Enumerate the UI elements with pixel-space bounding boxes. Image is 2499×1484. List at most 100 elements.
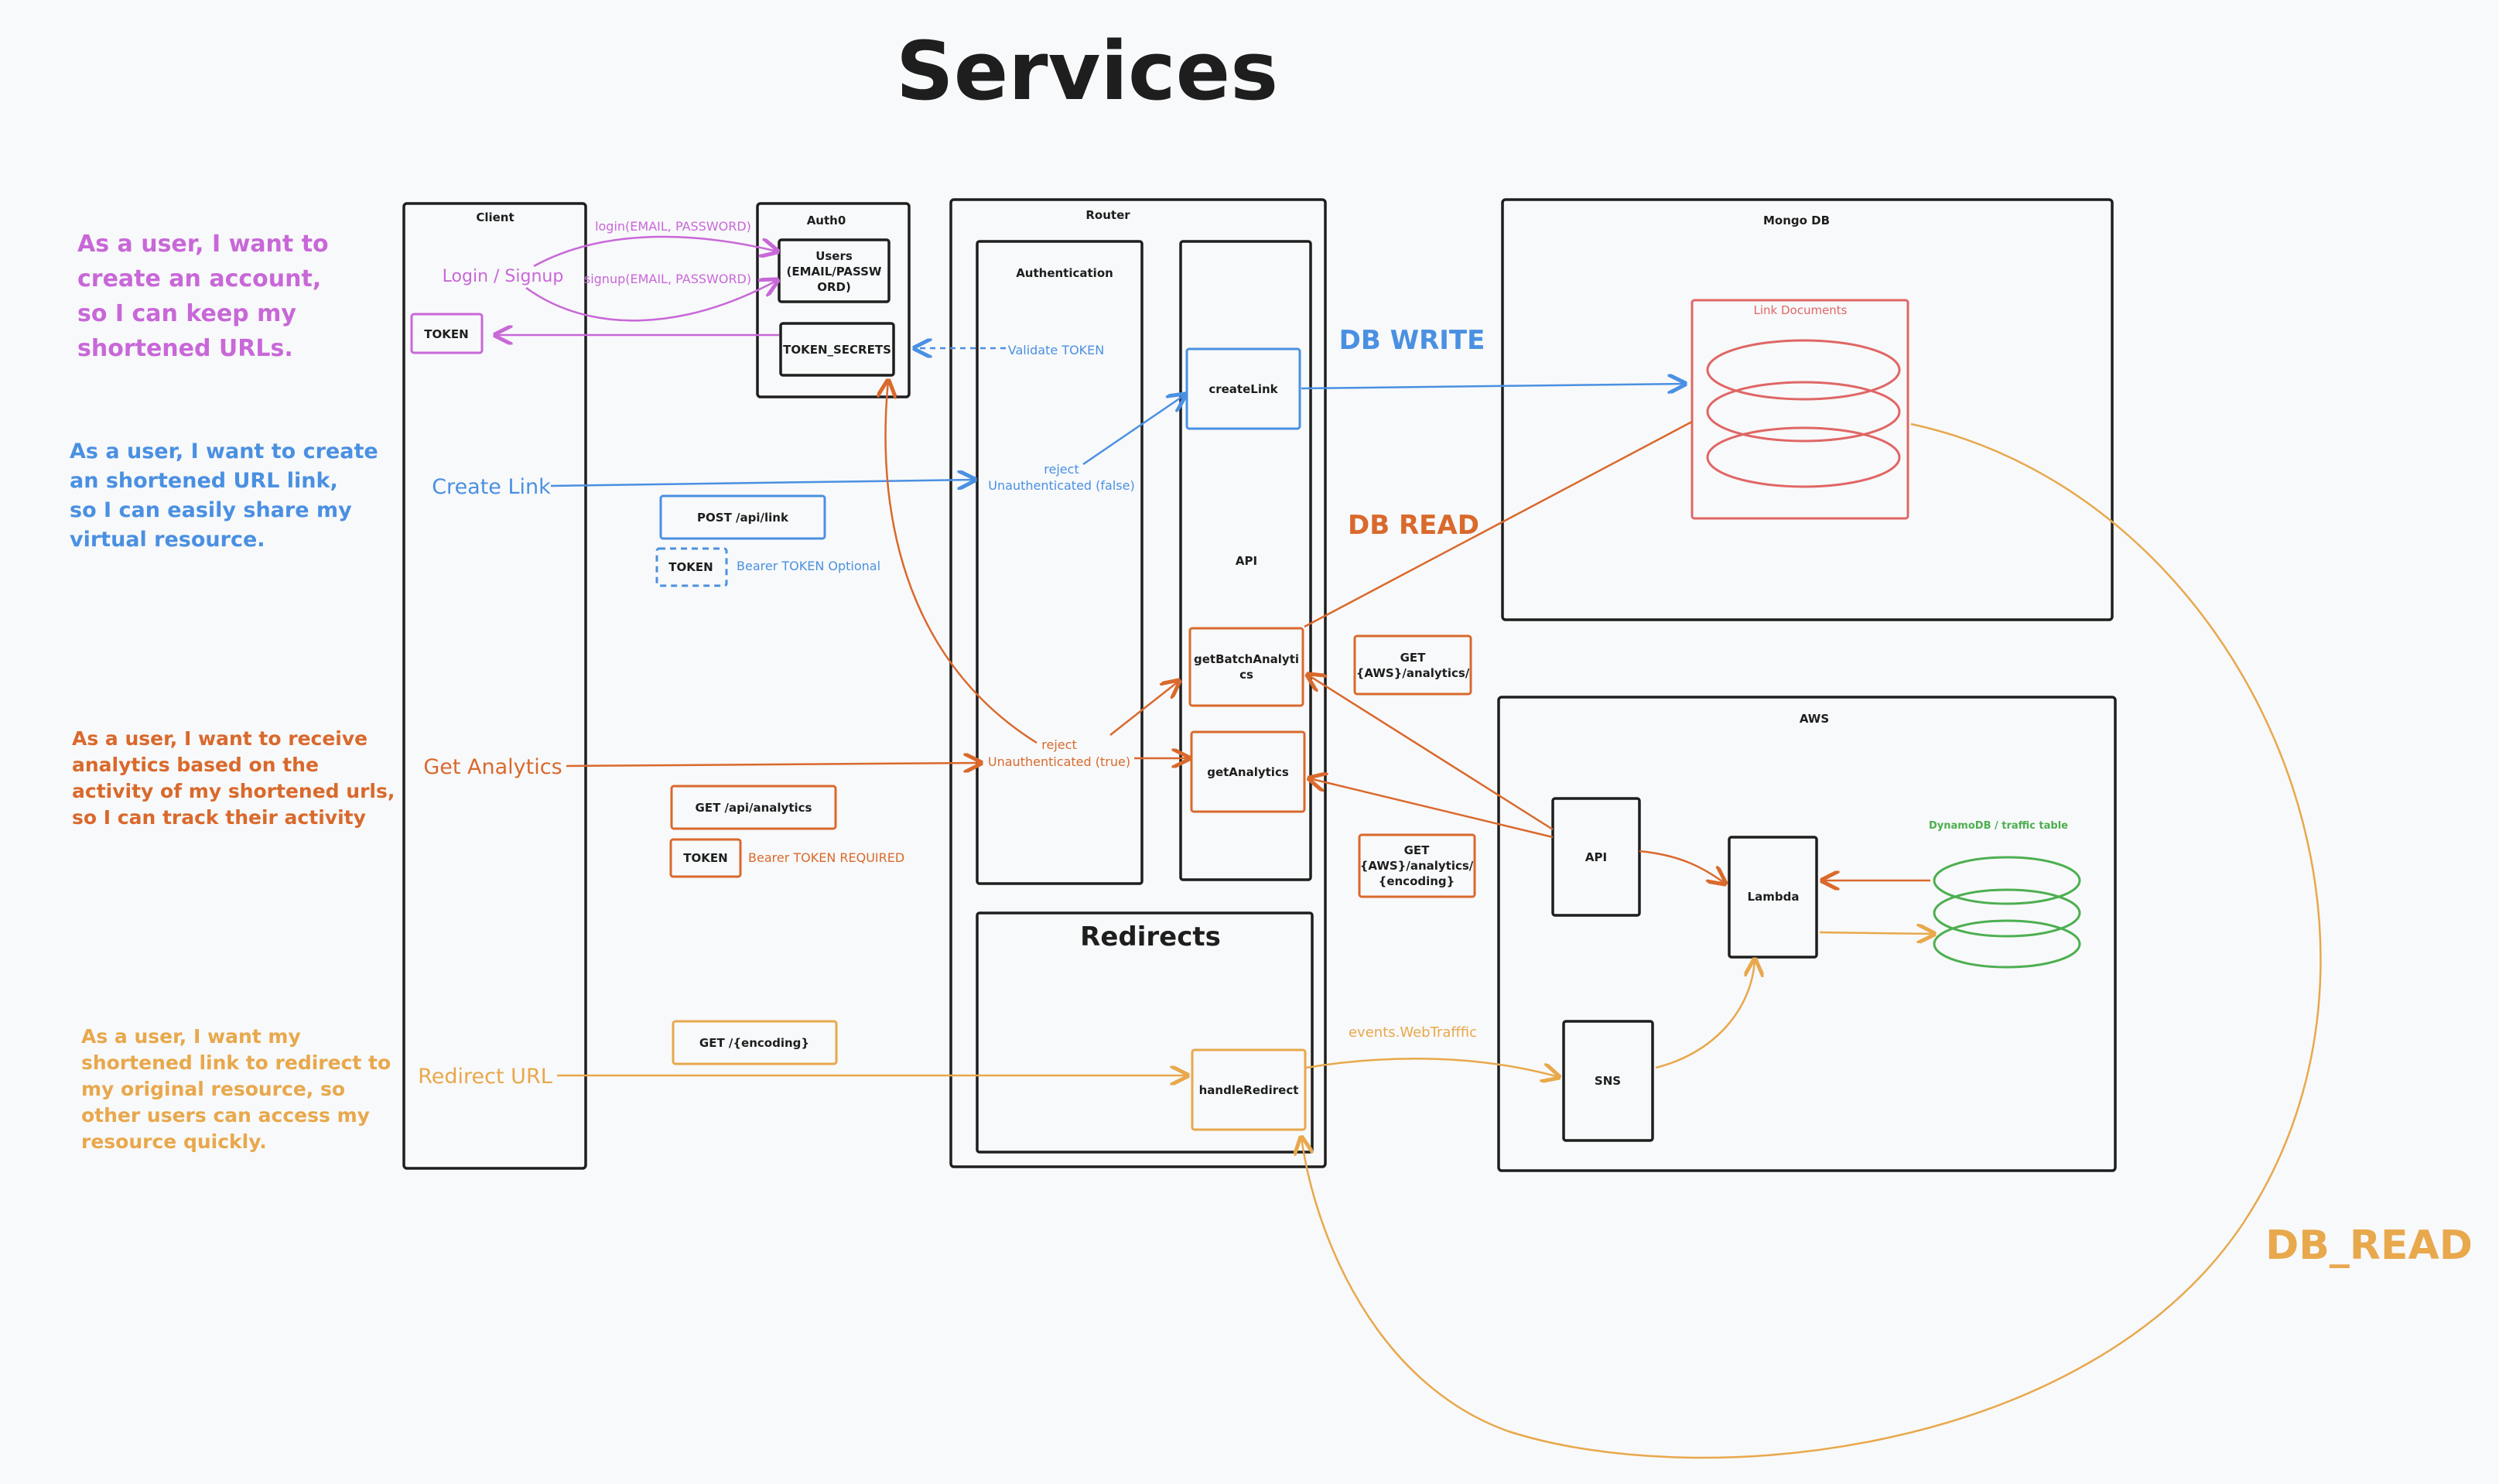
story-line: an shortened URL link, — [70, 469, 338, 493]
get-analytics-box: GET /api/analytics — [670, 785, 837, 830]
story-line: As a user, I want to receive — [72, 727, 368, 750]
reject-true-to-secrets-arrow — [886, 381, 1038, 744]
get-analytics-label[interactable]: Get Analytics — [423, 755, 562, 779]
validate-token-label: Validate TOKEN — [1008, 343, 1105, 357]
mongo-box: Mongo DB Link Documents — [1501, 198, 2114, 621]
svg-text:POST /api/link: POST /api/link — [697, 511, 789, 525]
link-documents-box — [1690, 299, 1909, 520]
dynamo-disk — [1933, 856, 2081, 905]
dynamo-disk — [1933, 888, 2081, 938]
create-link-handler[interactable] — [1185, 347, 1301, 430]
bearer-required-label: Bearer TOKEN REQUIRED — [748, 850, 904, 865]
page-title: Services — [896, 24, 1278, 118]
client-box: Client Login / Signup TOKEN Create Link … — [402, 202, 587, 1170]
story-line: create an account, — [77, 265, 321, 292]
lambda-to-dynamo-arrow — [1819, 932, 1934, 934]
sns-label: SNS — [1595, 1074, 1621, 1088]
api-title: API — [1236, 554, 1257, 568]
client-token-label: TOKEN — [424, 327, 468, 341]
aws-api-to-analytics-arrow — [1309, 778, 1554, 839]
batch-forward-arrow — [1109, 681, 1179, 736]
story-line: virtual resource. — [70, 528, 265, 552]
router-title: Router — [1085, 208, 1130, 222]
svg-text:TOKEN: TOKEN — [668, 560, 713, 574]
token-secrets-store — [779, 322, 895, 377]
db-read-loop-arrow — [1301, 422, 2322, 1459]
db-write-arrow — [1301, 384, 1685, 388]
story-line: resource quickly. — [81, 1130, 267, 1153]
lambda-box — [1728, 836, 1818, 959]
optional-token-box: TOKEN — [655, 547, 728, 587]
link-documents-label: Link Documents — [1753, 303, 1847, 317]
svg-text:{AWS}/analytics/: {AWS}/analytics/ — [1356, 666, 1470, 680]
story-line: activity of my shortened urls, — [72, 780, 395, 802]
db-cylinder-disk — [1706, 426, 1901, 488]
post-link-box: POST /api/link — [659, 494, 826, 540]
authentication-box — [976, 240, 1144, 885]
create-link-forward-arrow — [1082, 395, 1185, 466]
story-account: As a user, I want to create an account, … — [77, 231, 329, 362]
reject-true-label: reject — [1041, 737, 1076, 752]
get-analytics-handler[interactable] — [1190, 730, 1306, 813]
aws-api-box — [1551, 797, 1641, 917]
sns-to-lambda-arrow — [1655, 959, 1755, 1069]
dynamo-label: DynamoDB / traffic table — [1929, 820, 2068, 832]
reject-false-label: reject — [1044, 462, 1079, 477]
story-line: so I can easily share my — [70, 498, 352, 522]
login-signup-label[interactable]: Login / Signup — [443, 267, 564, 286]
handle-redirect-handler[interactable] — [1191, 1048, 1307, 1131]
token-secrets-label: TOKEN_SECRETS — [783, 343, 891, 357]
aws-analytics-request-box: GET {AWS}/analytics/ — [1353, 634, 1472, 696]
required-token-box: TOKEN — [669, 838, 742, 878]
mongo-title: Mongo DB — [1763, 214, 1830, 227]
aws-api-label: API — [1585, 850, 1607, 864]
story-create-link: As a user, I want to create an shortened… — [70, 439, 378, 552]
aws-title: AWS — [1800, 712, 1829, 726]
users-store — [778, 238, 891, 303]
db-cylinder-disk — [1706, 339, 1901, 401]
story-line: analytics based on the — [72, 754, 319, 776]
story-line: As a user, I want my — [81, 1025, 301, 1048]
users-label: Users — [815, 249, 853, 263]
router-box: Router Authentication API createLink get… — [949, 198, 1327, 1168]
story-line: so I can track their activity — [72, 806, 366, 829]
svg-text:{AWS}/analytics/: {AWS}/analytics/ — [1360, 859, 1474, 873]
reject-false-label: Unauthenticated (false) — [988, 478, 1134, 493]
create-link-request-arrow — [550, 480, 975, 486]
story-line: other users can access my — [81, 1104, 370, 1127]
signup-call-label: signup(EMAIL, PASSWORD) — [584, 272, 751, 286]
redirects-box — [976, 911, 1314, 1154]
api-to-lambda-arrow — [1639, 850, 1725, 884]
db-read-arrow — [1304, 420, 1693, 628]
get-batch-analytics-handler[interactable] — [1188, 627, 1304, 707]
signup-arrow — [525, 280, 778, 322]
aws-box: AWS API Lambda SNS DynamoDB / traffic ta… — [1497, 696, 2117, 1172]
create-link-label[interactable]: Create Link — [432, 475, 551, 499]
redirect-url-label[interactable]: Redirect URL — [418, 1065, 552, 1089]
svg-text:GET /{encoding}: GET /{encoding} — [699, 1036, 809, 1050]
db-cylinder-disk — [1706, 381, 1901, 443]
auth0-box: Auth0 Users (EMAIL/PASSW ORD) TOKEN_SECR… — [756, 202, 911, 398]
auth0-title: Auth0 — [807, 214, 846, 227]
bearer-optional-label: Bearer TOKEN Optional — [737, 559, 880, 573]
create-link-handler-label: createLink — [1208, 382, 1278, 396]
svg-text:TOKEN: TOKEN — [683, 851, 727, 865]
story-line: so I can keep my — [77, 300, 296, 327]
get-analytics-request-arrow — [566, 763, 981, 766]
login-arrow — [533, 235, 778, 268]
db-write-label: DB WRITE — [1339, 325, 1485, 356]
story-line: shortened URLs. — [77, 335, 293, 362]
story-line: my original resource, so — [81, 1078, 345, 1100]
authentication-title: Authentication — [1016, 266, 1113, 280]
story-line: As a user, I want to create — [70, 439, 378, 463]
aws-analytics-encoding-request-box: GET {AWS}/analytics/ {encoding} — [1358, 833, 1476, 898]
db-read-label: DB READ — [1348, 510, 1479, 541]
get-batch-label: getBatchAnalyti — [1194, 652, 1299, 666]
story-redirect: As a user, I want my shortened link to r… — [81, 1025, 391, 1153]
reject-true-label: Unauthenticated (true) — [988, 754, 1130, 769]
svg-text:{encoding}: {encoding} — [1379, 874, 1455, 888]
story-line: shortened link to redirect to — [81, 1051, 391, 1074]
api-box — [1179, 240, 1312, 881]
login-call-label: login(EMAIL, PASSWORD) — [595, 219, 751, 234]
